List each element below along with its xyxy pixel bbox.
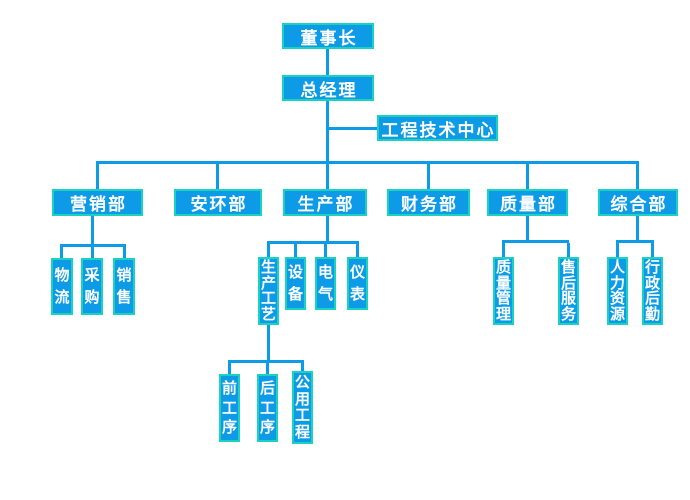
- node-purchasing: 采购: [81, 258, 103, 315]
- node-electrical: 电气: [315, 257, 336, 310]
- node-general-affairs-dept: 综合部: [598, 189, 678, 216]
- node-utility-engineering: 公用工程: [292, 371, 313, 444]
- connector-eng-branch: [329, 127, 377, 130]
- node-safety-env-dept: 安环部: [174, 189, 262, 216]
- drop-quality: [526, 164, 529, 189]
- drop-sales: [123, 247, 126, 258]
- node-engineering-center: 工程技术中心: [377, 115, 498, 141]
- drop-logistics: [60, 247, 63, 258]
- node-instrument: 仪表: [347, 257, 368, 310]
- connector-main-bus: [96, 161, 639, 164]
- bus-general: [616, 240, 654, 243]
- drop-production: [326, 164, 329, 189]
- bus-process: [228, 360, 304, 363]
- connector-general-down: [636, 216, 639, 240]
- drop-after-sales: [567, 243, 570, 257]
- connector-gm-trunk: [326, 101, 329, 161]
- node-front-process: 前工序: [219, 374, 240, 442]
- drop-equipment: [294, 244, 297, 257]
- drop-back-process: [266, 363, 269, 374]
- drop-purchasing: [91, 247, 94, 258]
- node-chairman: 董事长: [282, 23, 374, 49]
- drop-electrical: [324, 244, 327, 257]
- connector-production-down: [326, 216, 329, 241]
- bus-quality: [502, 240, 569, 243]
- drop-front-process: [228, 363, 231, 374]
- node-marketing-dept: 营销部: [52, 189, 143, 216]
- node-human-resources: 人力资源: [607, 257, 628, 325]
- node-back-process: 后工序: [257, 374, 278, 442]
- drop-admin-logistics: [651, 243, 654, 257]
- drop-marketing: [96, 164, 99, 189]
- connector-process-down: [267, 325, 270, 360]
- drop-general-affairs: [636, 164, 639, 189]
- node-admin-logistics: 行政后勤: [642, 257, 663, 325]
- drop-human-resources: [616, 243, 619, 257]
- node-logistics: 物流: [51, 258, 73, 315]
- connector-quality-down: [526, 216, 529, 240]
- connector-chairman-gm: [326, 49, 329, 75]
- bus-marketing: [60, 244, 126, 247]
- node-finance-dept: 财务部: [387, 189, 470, 216]
- node-general-manager: 总经理: [282, 75, 374, 101]
- drop-utility-engineering: [301, 363, 304, 371]
- node-after-sales-service: 售后服务: [558, 257, 579, 325]
- node-equipment: 设备: [285, 257, 306, 310]
- drop-safety-env: [216, 164, 219, 189]
- drop-instrument: [356, 244, 359, 257]
- bus-production: [267, 241, 359, 244]
- connector-marketing-down: [91, 216, 94, 244]
- drop-finance: [427, 164, 430, 189]
- drop-production-process: [267, 244, 270, 257]
- node-quality-management: 质量管理: [493, 257, 514, 325]
- drop-quality-management: [502, 243, 505, 257]
- node-sales: 销售: [113, 258, 135, 315]
- node-quality-dept: 质量部: [487, 189, 568, 216]
- node-production-dept: 生产部: [283, 189, 367, 216]
- node-production-process: 生产工艺: [258, 257, 279, 325]
